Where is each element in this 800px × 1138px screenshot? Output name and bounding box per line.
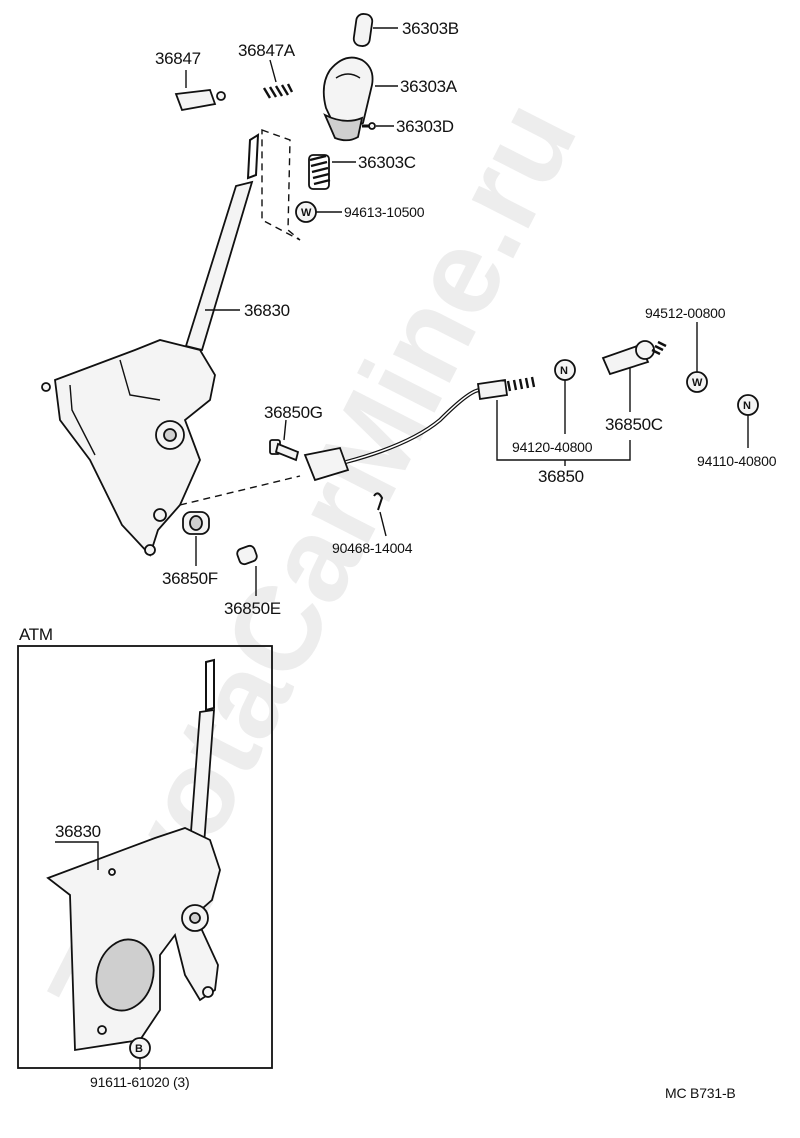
label-91611-61020: 91611-61020 (3) xyxy=(90,1074,190,1090)
atm-heading: ATM xyxy=(19,625,53,644)
nut-94120-40800: N xyxy=(554,359,576,381)
svg-text:W: W xyxy=(301,207,312,219)
svg-text:N: N xyxy=(743,400,751,412)
label-94613-10500: 94613-10500 xyxy=(344,204,425,220)
shift-lever-36830 xyxy=(41,133,260,557)
label-94512-00800: 94512-00800 xyxy=(645,305,726,321)
label-36850G: 36850G xyxy=(264,403,323,422)
spring-36303C xyxy=(308,154,331,190)
bushing-36850F xyxy=(182,511,210,535)
clip-90468-14004 xyxy=(373,492,384,511)
clip-36847 xyxy=(174,89,226,112)
label-36850F: 36850F xyxy=(162,569,218,588)
label-atm-36830: 36830 xyxy=(55,822,101,841)
atm-inset-frame xyxy=(17,645,273,1069)
nut-94110-40800: N xyxy=(737,394,759,416)
svg-text:W: W xyxy=(692,377,703,389)
shift-knob-36303A xyxy=(322,56,374,142)
diagram-code: MC B731-B xyxy=(665,1085,736,1101)
shift-cable-36850 xyxy=(303,376,536,482)
label-36830: 36830 xyxy=(244,301,290,320)
label-94120-40800: 94120-40800 xyxy=(512,439,593,455)
washer-94512-00800: W xyxy=(686,371,708,393)
set-screw-36303D xyxy=(362,122,376,130)
label-36303D: 36303D xyxy=(396,117,454,136)
label-36850: 36850 xyxy=(538,467,584,486)
svg-text:N: N xyxy=(560,365,568,377)
bolt-91611-61020: B xyxy=(129,1037,151,1059)
label-36850C: 36850C xyxy=(605,415,663,434)
pin-36850G xyxy=(269,439,300,462)
label-36303B: 36303B xyxy=(402,19,459,38)
label-90468-14004: 90468-14004 xyxy=(332,540,413,556)
shift-knob-cap-36303B xyxy=(352,13,374,47)
label-36850E: 36850E xyxy=(224,599,281,618)
label-36847: 36847 xyxy=(155,49,201,68)
label-36303C: 36303C xyxy=(358,153,416,172)
bushing-36850E xyxy=(236,544,258,566)
svg-text:B: B xyxy=(135,1043,143,1055)
washer-94613-10500: W xyxy=(295,201,317,223)
label-94110-40800: 94110-40800 xyxy=(697,453,777,469)
shift-lever-atm-36830 xyxy=(46,658,221,1052)
ball-joint-36850C xyxy=(601,340,667,376)
label-36847A: 36847A xyxy=(238,41,296,60)
spring-36847A xyxy=(262,83,294,99)
label-36303A: 36303A xyxy=(400,77,458,96)
